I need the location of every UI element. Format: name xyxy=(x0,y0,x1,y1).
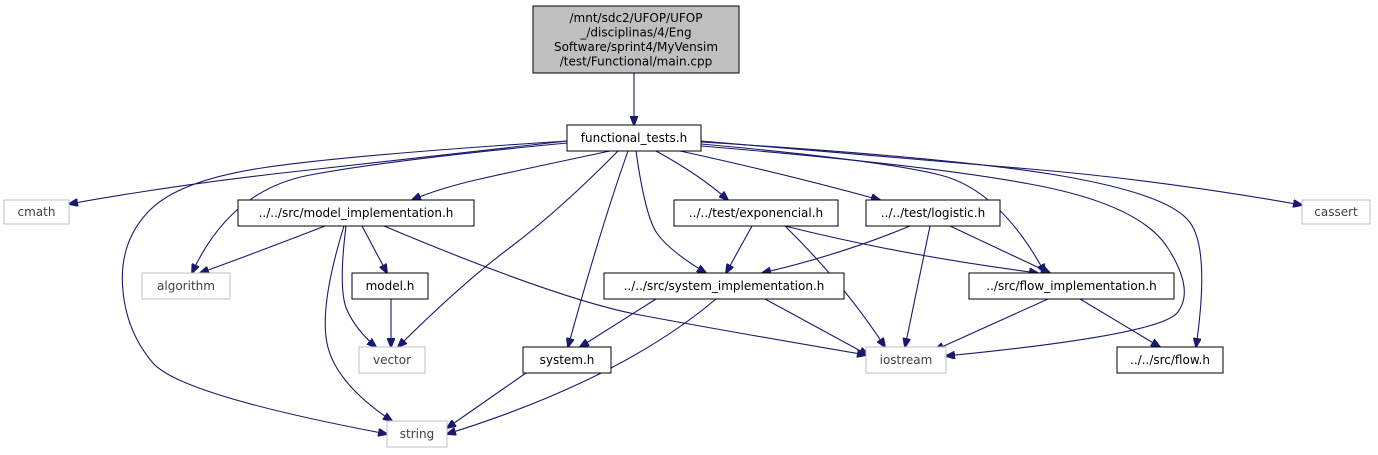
node-box xyxy=(1301,199,1371,225)
edge-functional_tests-to-flow xyxy=(700,141,1203,347)
node-box xyxy=(865,199,1001,227)
node-box xyxy=(3,199,70,225)
edge-functional_tests-to-system xyxy=(568,150,629,347)
node-label: /mnt/sdc2/UFOP/UFOP xyxy=(569,11,702,25)
edge-functional_tests-to-flow_implementation xyxy=(700,143,1045,273)
edge-flow_implementation-to-iostream xyxy=(935,298,1049,350)
edge-exponencial-to-flow_implementation xyxy=(784,225,1038,273)
node-label: vector xyxy=(373,353,411,367)
edge-system_implementation-to-iostream xyxy=(764,298,868,355)
node-model-implementation[interactable]: ../../src/model_implementation.h xyxy=(237,199,475,227)
node-algorithm: algorithm xyxy=(141,272,231,300)
node-box xyxy=(532,5,740,74)
edge-functional_tests-to-string xyxy=(121,140,568,434)
node-box xyxy=(522,346,612,374)
edge-model_implementation-to-algorithm xyxy=(200,225,326,273)
node-box xyxy=(968,272,1175,300)
node-label: algorithm xyxy=(157,279,215,293)
node-label: model.h xyxy=(366,279,415,293)
edge-exponencial-to-system_implementation xyxy=(726,225,753,273)
node-label: string xyxy=(400,427,434,441)
edge-functional_tests-to-logistic xyxy=(679,150,880,200)
edge-logistic-to-system_implementation xyxy=(762,225,911,273)
node-exponencial[interactable]: ../../test/exponencial.h xyxy=(673,199,839,227)
node-label: ../../src/system_implementation.h xyxy=(624,279,825,293)
node-iostream: iostream xyxy=(865,346,947,374)
node-model[interactable]: model.h xyxy=(351,272,429,300)
edge-functional_tests-to-cmath xyxy=(69,140,568,204)
edge-model_implementation-to-string xyxy=(324,225,392,421)
node-cassert: cassert xyxy=(1301,199,1371,225)
node-label: functional_tests.h xyxy=(581,131,687,145)
node-label: ../../test/exponencial.h xyxy=(689,206,823,220)
node-box xyxy=(237,199,475,227)
node-label: ../src/flow_implementation.h xyxy=(986,279,1156,293)
node-box xyxy=(358,346,426,374)
node-label: ../../src/model_implementation.h xyxy=(259,206,454,220)
node-box xyxy=(566,124,702,152)
node-label: ../../test/logistic.h xyxy=(881,206,985,220)
nodes-layer: /mnt/sdc2/UFOP/UFOP_/disciplinas/4/Eng S… xyxy=(3,5,1371,448)
edge-system_implementation-to-system xyxy=(580,298,657,347)
node-functional-tests[interactable]: functional_tests.h xyxy=(566,124,702,152)
node-cmath: cmath xyxy=(3,199,70,225)
edge-functional_tests-to-model_implementation xyxy=(412,150,611,200)
edge-model_implementation-to-iostream xyxy=(383,225,866,355)
edge-functional_tests-to-exponencial xyxy=(655,150,728,200)
node-label: /test/Functional/main.cpp xyxy=(560,54,713,68)
edge-model_implementation-to-model xyxy=(361,225,387,273)
node-flow[interactable]: ../../src/flow.h xyxy=(1116,346,1224,374)
node-box xyxy=(351,272,429,300)
edge-logistic-to-iostream xyxy=(905,225,931,347)
node-system-implementation[interactable]: ../../src/system_implementation.h xyxy=(603,272,845,300)
edge-flow_implementation-to-flow xyxy=(1079,298,1160,347)
node-label: Software/sprint4/MyVensim xyxy=(554,40,718,54)
node-string: string xyxy=(386,420,448,448)
node-vector: vector xyxy=(358,346,426,374)
node-label: iostream xyxy=(880,353,933,367)
node-main[interactable]: /mnt/sdc2/UFOP/UFOP_/disciplinas/4/Eng S… xyxy=(532,5,740,74)
edge-functional_tests-to-iostream xyxy=(700,145,1185,356)
node-box xyxy=(141,272,231,300)
node-box xyxy=(386,420,448,448)
node-system[interactable]: system.h xyxy=(522,346,612,374)
edge-functional_tests-to-algorithm xyxy=(192,142,568,273)
node-label: _/disciplinas/4/Eng xyxy=(579,25,691,39)
node-box xyxy=(1116,346,1224,374)
node-box xyxy=(865,346,947,374)
edge-model_implementation-to-vector xyxy=(341,225,376,347)
node-box xyxy=(603,272,845,300)
edge-functional_tests-to-vector xyxy=(398,150,619,347)
node-label: ../../src/flow.h xyxy=(1130,353,1210,367)
edges-layer xyxy=(69,73,1302,434)
edge-functional_tests-to-system_implementation xyxy=(635,150,706,273)
node-label: system.h xyxy=(540,353,595,367)
edge-functional_tests-to-cassert xyxy=(700,140,1302,205)
node-label: cassert xyxy=(1314,205,1358,219)
edge-logistic-to-flow_implementation xyxy=(949,225,1050,273)
node-flow-implementation[interactable]: ../src/flow_implementation.h xyxy=(968,272,1175,300)
node-logistic[interactable]: ../../test/logistic.h xyxy=(865,199,1001,227)
edge-system-to-string xyxy=(447,372,527,428)
node-box xyxy=(673,199,839,227)
node-label: cmath xyxy=(18,205,56,219)
